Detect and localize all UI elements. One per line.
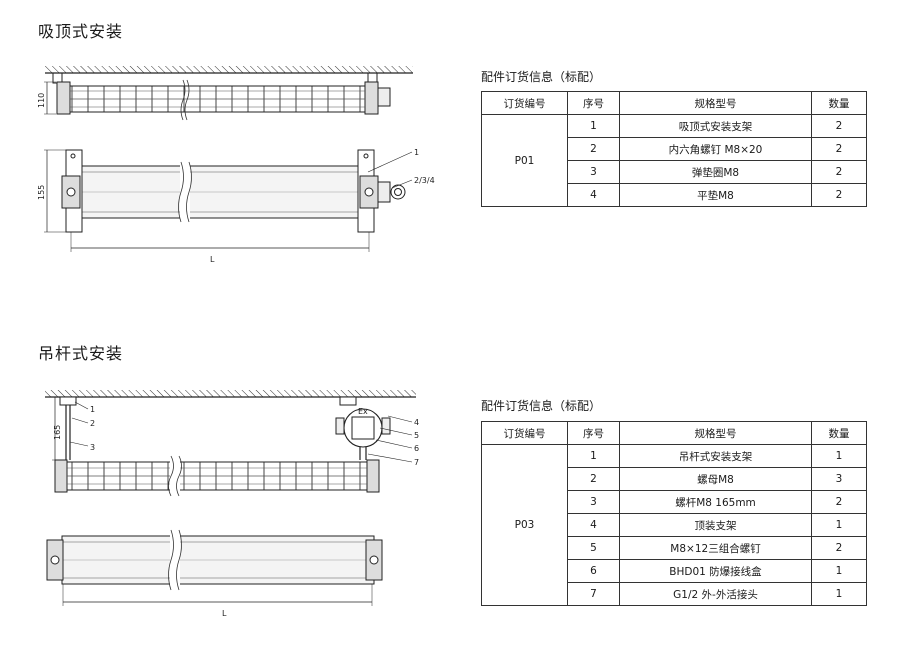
table-row: 6 BHD01 防爆接线盒 1 — [482, 559, 867, 583]
dim-length-l: L — [222, 609, 227, 618]
callout-1: 1 — [90, 405, 95, 414]
row-quantity: 1 — [811, 444, 867, 468]
row-number: 7 — [567, 582, 620, 606]
callout-3: 3 — [90, 443, 95, 452]
row-spec: 螺杆M8 165mm — [619, 490, 812, 514]
header-spec: 规格型号 — [619, 421, 812, 445]
header-quantity: 数量 — [811, 91, 867, 115]
row-spec: G1/2 外-外活接头 — [619, 582, 812, 606]
table-row: 2 内六角螺钉 M8×20 2 — [482, 137, 867, 161]
header-order-code: 订货编号 — [481, 421, 568, 445]
row-spec: M8×12三组合螺钉 — [619, 536, 812, 560]
callout-7: 7 — [414, 458, 419, 467]
pendant-mount-side-view: 1 2 3 165 Ex 4 5 6 7 — [45, 390, 419, 497]
callout-1: 1 — [414, 148, 419, 157]
table-row: 2 螺母M8 3 — [482, 467, 867, 491]
ceiling-mount-top-view: 1 2/3/4 155 L — [37, 148, 435, 264]
ceiling-mount-side-view: 110 — [37, 66, 413, 121]
installation-drawings: 110 1 2/3/4 155 — [37, 66, 435, 618]
table-header-row: 订货编号 序号 规格型号 数量 — [481, 421, 867, 445]
section2-table-caption: 配件订货信息（标配） — [481, 399, 602, 413]
section1-table-caption: 配件订货信息（标配） — [481, 70, 602, 84]
header-number: 序号 — [567, 91, 620, 115]
row-number: 3 — [567, 490, 620, 514]
pendant-mount-top-view: L — [46, 529, 383, 618]
table-row: P01 1 吸顶式安装支架 2 — [481, 114, 867, 207]
row-number: 4 — [567, 183, 620, 207]
callout-4: 4 — [414, 418, 419, 427]
accessory-table-p01: 订货编号 序号 规格型号 数量 P01 1 吸顶式安装支架 2 2 内六角螺钉 … — [481, 91, 867, 207]
row-quantity: 2 — [811, 183, 867, 207]
header-quantity: 数量 — [811, 421, 867, 445]
row-number: 5 — [567, 536, 620, 560]
dim-length-l: L — [210, 255, 215, 264]
callout-2: 2 — [90, 419, 95, 428]
row-quantity: 2 — [811, 160, 867, 184]
header-spec: 规格型号 — [619, 91, 812, 115]
order-code-cell: P01 — [481, 114, 568, 207]
ex-mark: Ex — [358, 407, 368, 416]
row-quantity: 2 — [811, 137, 867, 161]
row-spec: 吸顶式安装支架 — [619, 114, 812, 138]
table-row: 5 M8×12三组合螺钉 2 — [482, 536, 867, 560]
row-quantity: 2 — [811, 114, 867, 138]
order-code-cell: P03 — [481, 444, 568, 606]
row-number: 6 — [567, 559, 620, 583]
row-spec: 吊杆式安装支架 — [619, 444, 812, 468]
table-header-row: 订货编号 序号 规格型号 数量 — [481, 91, 867, 115]
accessory-table-p03: 订货编号 序号 规格型号 数量 P03 1 吊杆式安装支架 1 2 螺母M8 3… — [481, 421, 867, 606]
header-order-code: 订货编号 — [481, 91, 568, 115]
row-quantity: 2 — [811, 490, 867, 514]
table-row: 7 G1/2 外-外活接头 1 — [482, 582, 867, 606]
row-spec: 顶装支架 — [619, 513, 812, 537]
row-number: 2 — [567, 137, 620, 161]
row-spec: BHD01 防爆接线盒 — [619, 559, 812, 583]
dim-height-155: 155 — [37, 185, 46, 200]
table-row: P03 1 吊杆式安装支架 1 — [481, 444, 867, 606]
section2-title: 吊杆式安装 — [38, 344, 124, 363]
dim-height-110: 110 — [37, 93, 46, 108]
ceiling-hatch — [45, 66, 413, 73]
row-quantity: 2 — [811, 536, 867, 560]
callout-5: 5 — [414, 431, 419, 440]
row-quantity: 1 — [811, 582, 867, 606]
row-quantity: 3 — [811, 467, 867, 491]
table-row: 4 顶装支架 1 — [482, 513, 867, 537]
row-number: 4 — [567, 513, 620, 537]
row-number: 3 — [567, 160, 620, 184]
ceiling-hatch — [45, 390, 416, 397]
row-spec: 螺母M8 — [619, 467, 812, 491]
row-number: 1 — [567, 114, 620, 138]
table-row: 3 弹垫圈M8 2 — [482, 160, 867, 184]
row-number: 2 — [567, 467, 620, 491]
row-quantity: 1 — [811, 559, 867, 583]
header-number: 序号 — [567, 421, 620, 445]
row-spec: 弹垫圈M8 — [619, 160, 812, 184]
section1-title: 吸顶式安装 — [38, 22, 124, 41]
dim-rod-165: 165 — [53, 425, 62, 440]
row-spec: 平垫M8 — [619, 183, 812, 207]
callout-2-3-4: 2/3/4 — [414, 176, 435, 185]
row-spec: 内六角螺钉 M8×20 — [619, 137, 812, 161]
callout-6: 6 — [414, 444, 419, 453]
table-row: 4 平垫M8 2 — [482, 183, 867, 207]
row-quantity: 1 — [811, 513, 867, 537]
row-number: 1 — [567, 444, 620, 468]
